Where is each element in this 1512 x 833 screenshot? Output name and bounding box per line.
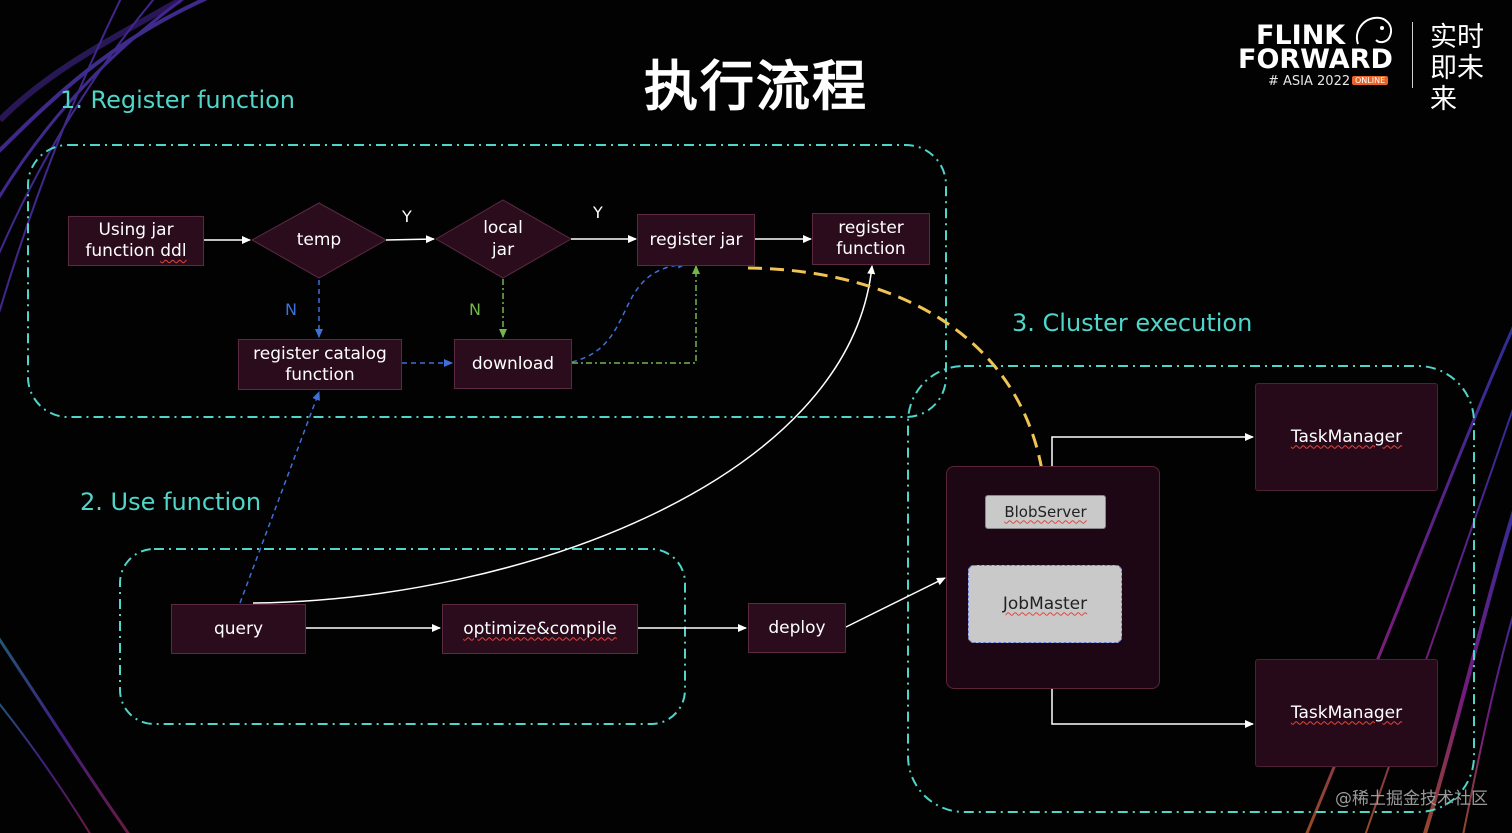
node-query: query [171, 604, 306, 654]
node-blob-server-label: BlobServer [1004, 502, 1087, 521]
edge-label-temp-yes: Y [402, 207, 412, 226]
watermark: @稀土掘金技术社区 [1335, 789, 1488, 809]
edge-query-to-catalog [239, 391, 320, 604]
edge-jobmanager-to-taskmanager-2 [1051, 689, 1254, 728]
node-deploy: deploy [748, 603, 846, 653]
edge-register-jar-to-blobserver [747, 266, 1050, 494]
node-register-jar: register jar [637, 214, 755, 266]
node-register-catalog-line1: register catalog [253, 343, 387, 364]
group-cluster-execution [907, 365, 1475, 813]
edge-jobmanager-to-taskmanager-1 [1051, 433, 1254, 466]
edge-label-temp-no: N [285, 300, 297, 319]
node-register-catalog-function: register catalog function [238, 339, 402, 390]
node-register-function-line1: register [838, 218, 904, 238]
squirrel-icon [1356, 16, 1392, 45]
node-blob-server: BlobServer [985, 495, 1106, 529]
node-download: download [454, 339, 572, 389]
logo-separator [1412, 22, 1413, 88]
edge-deploy-to-jobmanager [845, 577, 946, 628]
node-job-master-label: JobMaster [1002, 593, 1088, 614]
node-register-function: register function [812, 213, 930, 265]
logo-chinese-slogan: 实时即未来 [1430, 22, 1484, 115]
flink-forward-logo: FLINK FORWARD # ASIA 2022 ONLINE 实时即未来 [1232, 16, 1502, 115]
node-task-manager-2-label: TaskManager [1290, 702, 1403, 723]
node-temp-label: temp [296, 230, 342, 250]
node-job-master: JobMaster [968, 565, 1122, 643]
node-task-manager-1: TaskManager [1255, 383, 1438, 491]
node-using-jar-line2b: ddl [160, 241, 187, 261]
edge-download-to-register-jar-green [572, 265, 700, 364]
node-optimize-compile: optimize&compile [442, 604, 638, 654]
node-register-catalog-line2: function [285, 364, 355, 385]
logo-online-badge: ONLINE [1352, 76, 1389, 85]
node-using-jar-function-ddl: Using jar function ddl [68, 216, 204, 266]
section-label-cluster: 3. Cluster execution [1012, 309, 1253, 337]
node-task-manager-1-label: TaskManager [1290, 426, 1403, 447]
section-label-register: 1. Register function [60, 86, 296, 114]
edge-download-to-register-jar [571, 260, 687, 363]
group-register-function [27, 144, 947, 418]
node-optimize-compile-label: optimize&compile [463, 618, 617, 639]
node-local-jar-line2: jar [491, 240, 515, 260]
decision-temp-shape [250, 202, 388, 279]
edge-label-local-yes: Y [593, 203, 603, 222]
slide-title: 执行流程 [644, 55, 868, 118]
logo-asia-text: # ASIA 2022 [1268, 74, 1351, 89]
node-using-jar-line2: function ddl [85, 241, 186, 262]
logo-forward-text: FORWARD [1238, 44, 1393, 75]
node-local-jar-line1: local [483, 218, 523, 238]
edge-label-local-no: N [469, 300, 481, 319]
node-using-jar-line2a: function [85, 241, 161, 261]
edge-temp-to-local [385, 235, 435, 244]
node-using-jar-line1: Using jar [98, 220, 174, 240]
node-local-jar: local jar [446, 215, 560, 263]
node-register-function-line2: function [836, 239, 906, 259]
logo-flink-text: FLINK [1256, 20, 1346, 51]
edge-query-to-register-function [252, 265, 876, 604]
group-use-function [119, 548, 686, 725]
node-task-manager-2: TaskManager [1255, 659, 1438, 767]
decision-local-jar-shape [435, 199, 573, 279]
section-label-use: 2. Use function [80, 488, 262, 516]
